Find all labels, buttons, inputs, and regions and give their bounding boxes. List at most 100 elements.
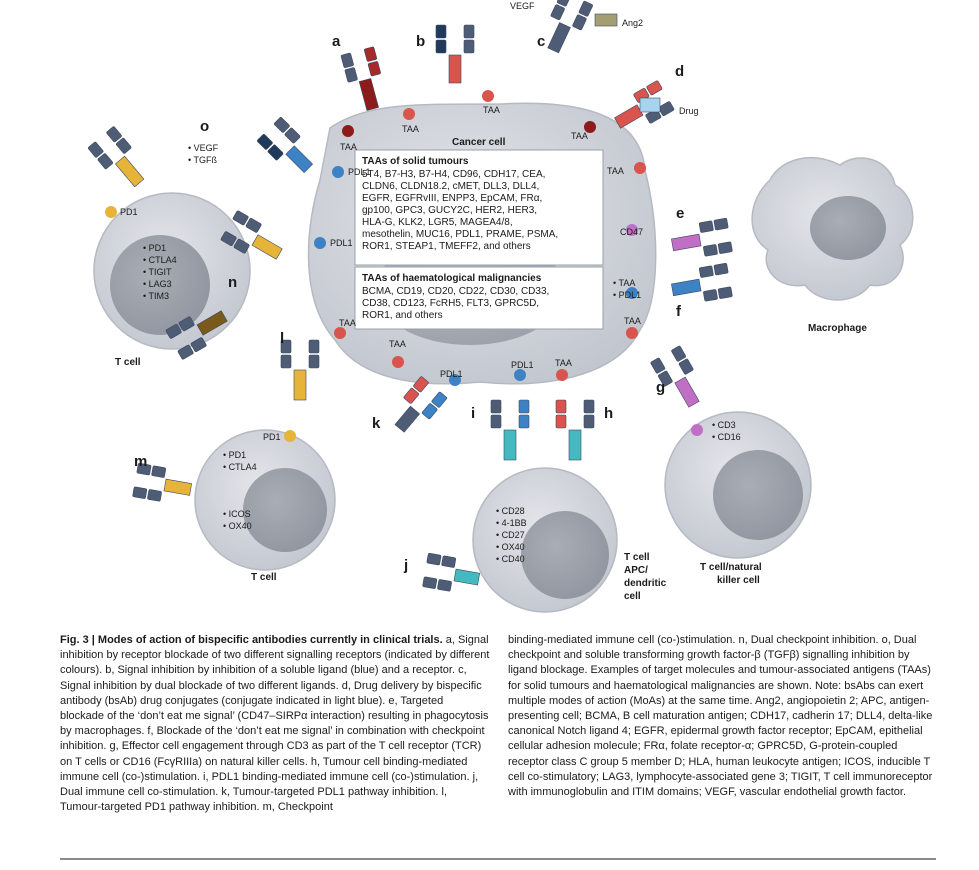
- f-list: • TAA • PDL1: [613, 278, 641, 300]
- solid-box-title: TAAs of solid tumours: [362, 156, 469, 167]
- label-pd1-bottom: PD1: [263, 432, 281, 442]
- label-t-cell-bottom: T cell: [251, 572, 277, 583]
- nk-cell-nucleus: [713, 450, 803, 540]
- o-list: • VEGF • TGFß: [188, 143, 219, 165]
- apc-list-item: • CD40: [496, 554, 525, 564]
- macrophage-nucleus: [810, 196, 886, 260]
- o-list-item: • VEGF: [188, 143, 219, 153]
- solid-box-line: gp100, GPC3, GUCY2C, HER2, HER3,: [362, 205, 537, 216]
- tcell-left-list: • PD1 • CTLA4 • TIGIT • LAG3 • TIM3: [143, 243, 177, 301]
- label-drug: Drug: [679, 106, 699, 116]
- tcell-left-item: • TIGIT: [143, 267, 172, 277]
- panel-letter-e: e: [676, 205, 684, 222]
- label-macrophage: Macrophage: [808, 323, 867, 334]
- nk-list: • CD3 • CD16: [712, 420, 741, 442]
- label-taa-1: TAA: [483, 105, 500, 115]
- caption-fig-label: Fig. 3 |: [60, 634, 98, 646]
- f-list-item: • PDL1: [613, 290, 641, 300]
- label-taa-3: TAA: [340, 142, 357, 152]
- t-cell-left-nucleus: [110, 235, 210, 335]
- label-pdl1-3: PDL1: [440, 369, 463, 379]
- tcell-left-item: • TIM3: [143, 291, 169, 301]
- heme-box-line: BCMA, CD19, CD20, CD22, CD30, CD33,: [362, 286, 549, 297]
- label-cd47: CD47: [620, 227, 643, 237]
- f-list-item: • TAA: [613, 278, 635, 288]
- label-apc-2: APC/: [624, 565, 648, 576]
- label-pd1-left: PD1: [120, 207, 138, 217]
- apc-list-item: • CD27: [496, 530, 525, 540]
- label-taa-9: TAA: [624, 316, 641, 326]
- label-taa-2: TAA: [402, 124, 419, 134]
- tcell-bottom-item: • ICOS: [223, 509, 251, 519]
- solid-box-line: EGFR, EGFRvIII, ENPP3, EpCAM, FRα,: [362, 193, 542, 204]
- label-nk-cell-1: T cell/natural: [700, 562, 762, 573]
- solid-box-line: HLA-G, KLK2, LGR5, MAGEA4/8,: [362, 217, 513, 228]
- apc-list-item: • OX40: [496, 542, 525, 552]
- solid-box-line: ROR1, STEAP1, TMEFF2, and others: [362, 241, 531, 252]
- label-ang2: Ang2: [622, 18, 643, 28]
- label-taa-6: TAA: [339, 318, 356, 328]
- caption-right-body: binding-mediated immune cell (co-)stimul…: [508, 634, 933, 799]
- heme-box-line: ROR1, and others: [362, 310, 443, 321]
- caption-right-column: binding-mediated immune cell (co-)stimul…: [508, 633, 938, 800]
- panel-letter-n: n: [228, 274, 237, 291]
- solid-tumour-box: [354, 149, 604, 266]
- solid-box-line: 5T4, B7-H3, B7-H4, CD96, CDH17, CEA,: [362, 169, 545, 180]
- panel-letter-d: d: [675, 63, 684, 80]
- label-apc-3: dendritic: [624, 578, 667, 589]
- nk-list-item: • CD16: [712, 432, 741, 442]
- apc-cell-nucleus: [521, 511, 609, 599]
- label-pdl1-2: PDL1: [330, 238, 353, 248]
- antibodies: [87, 0, 733, 592]
- panel-letter-j: j: [403, 557, 408, 574]
- panel-letter-b: b: [416, 33, 425, 50]
- panel-letters: a b c d e f g h i j k l m n o: [134, 33, 684, 574]
- heme-box-line: CD38, CD123, FcRH5, FLT3, GPRC5D,: [362, 298, 539, 309]
- label-apc-1: T cell: [624, 552, 650, 563]
- bispecific-antibody-figure: TAAs of solid tumours 5T4, B7-H3, B7-H4,…: [87, 0, 914, 613]
- caption-left-text: Fig. 3 | Modes of action of bispecific a…: [60, 633, 490, 815]
- t-cell-bottom-nucleus: [243, 468, 327, 552]
- tcell-bottom-item: • PD1: [223, 450, 246, 460]
- target-dots: [105, 90, 703, 442]
- solid-box-line: CLDN6, CLDN18.2, cMET, DLL3, DLL4,: [362, 181, 539, 192]
- label-t-cell-left: T cell: [115, 357, 141, 368]
- panel-letter-k: k: [372, 415, 381, 432]
- label-taa-8: TAA: [555, 358, 572, 368]
- label-taa-4: TAA: [571, 131, 588, 141]
- panel-letter-c: c: [537, 33, 545, 50]
- caption-left-body: a, Signal inhibition by receptor blockad…: [60, 634, 490, 814]
- apc-list-item: • CD28: [496, 506, 525, 516]
- apc-list: • CD28 • 4-1BB • CD27 • OX40 • CD40: [496, 506, 527, 564]
- panel-letter-h: h: [604, 405, 613, 422]
- panel-letter-o: o: [200, 118, 209, 135]
- panel-letter-g: g: [656, 379, 665, 396]
- label-cancer-cell: Cancer cell: [452, 137, 506, 148]
- label-taa-7: TAA: [389, 339, 406, 349]
- caption-title: Modes of action of bispecific antibodies…: [97, 634, 443, 646]
- tcell-left-item: • PD1: [143, 243, 166, 253]
- tcell-bottom-item: • OX40: [223, 521, 252, 531]
- panel-letter-l: l: [280, 330, 284, 347]
- tcell-bottom-list: • PD1 • CTLA4 • ICOS • OX40: [223, 450, 257, 531]
- tcell-left-item: • LAG3: [143, 279, 172, 289]
- label-vegf-top: VEGF: [510, 1, 535, 11]
- panel-letter-a: a: [332, 33, 341, 50]
- heme-box-title: TAAs of haematological malignancies: [362, 273, 542, 284]
- label-taa-5: TAA: [607, 166, 624, 176]
- label-nk-cell-2: killer cell: [717, 575, 760, 586]
- panel-letter-m: m: [134, 453, 147, 470]
- label-pdl1-4: PDL1: [511, 360, 534, 370]
- o-list-item: • TGFß: [188, 155, 217, 165]
- figure-caption: Fig. 3 | Modes of action of bispecific a…: [60, 633, 940, 845]
- solid-box-lines: 5T4, B7-H3, B7-H4, CD96, CDH17, CEA, CLD…: [362, 169, 558, 252]
- solid-box-line: mesothelin, MUC16, PDL1, PRAME, PSMA,: [362, 229, 558, 240]
- heme-box: [354, 266, 604, 330]
- tcell-bottom-item: • CTLA4: [223, 462, 257, 472]
- panel-letter-i: i: [471, 405, 475, 422]
- caption-left-column: Fig. 3 | Modes of action of bispecific a…: [60, 633, 490, 815]
- label-pdl1-1: PDL1: [348, 167, 371, 177]
- tcell-left-item: • CTLA4: [143, 255, 177, 265]
- bottom-rule: [60, 858, 936, 860]
- apc-list-item: • 4-1BB: [496, 518, 527, 528]
